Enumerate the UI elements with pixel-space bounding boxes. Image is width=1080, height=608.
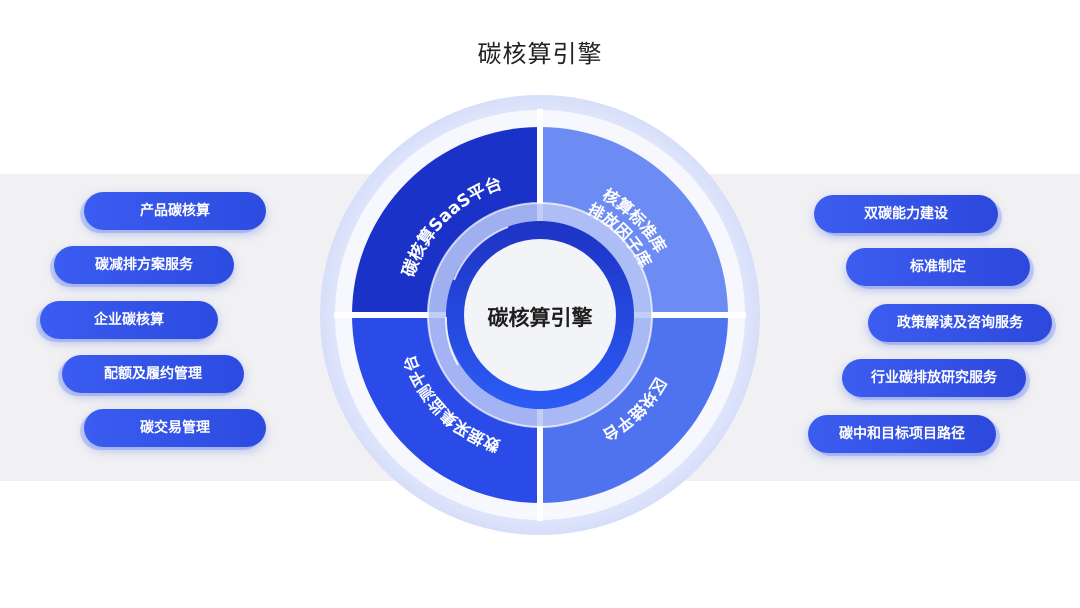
right-item-industry-research[interactable]: 行业碳排放研究服务 [842, 359, 1026, 397]
left-item-carbon-trading[interactable]: 碳交易管理 [84, 409, 266, 447]
right-item-standard-setting[interactable]: 标准制定 [846, 248, 1030, 286]
ring-arrow-top [453, 226, 509, 281]
left-item-quota-compliance[interactable]: 配额及履约管理 [62, 355, 244, 393]
page-title: 碳核算引擎 [477, 40, 603, 68]
right-item-capacity-building[interactable]: 双碳能力建设 [814, 195, 998, 233]
left-item-product-carbon[interactable]: 产品碳核算 [84, 192, 266, 230]
left-item-reduction-service[interactable]: 碳减排方案服务 [54, 246, 234, 284]
left-item-enterprise-carbon[interactable]: 企业碳核算 [40, 301, 218, 339]
right-item-neutrality-path[interactable]: 碳中和目标项目路径 [808, 415, 996, 453]
center-label: 碳核算引擎 [488, 306, 593, 330]
right-item-policy-consulting[interactable]: 政策解读及咨询服务 [868, 304, 1052, 342]
engine-diagram: 碳核算引擎 碳核算SaaS平台 核算标准库 排放因子库 数据采集监测平台 区块链… [320, 95, 760, 535]
center-disk [464, 239, 616, 391]
ring-arrow-bottom [444, 316, 459, 366]
